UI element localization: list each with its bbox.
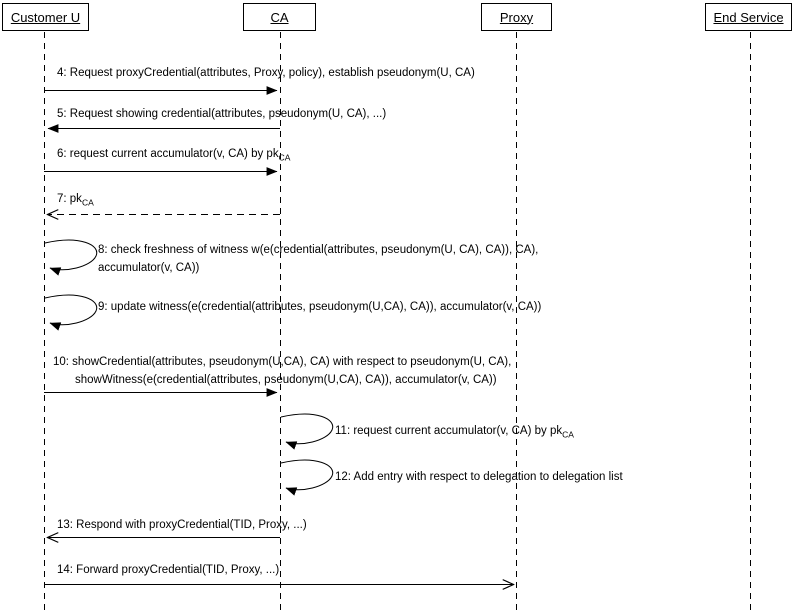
message-14-label: 14: Forward proxyCredential(TID, Proxy, … [57,564,280,576]
message-12-label: 12: Add entry with respect to delegation… [335,471,623,483]
self-message-11-loop [280,413,334,450]
subscript-ca: CA [278,152,291,163]
subscript-ca: CA [81,197,94,208]
actor-box-ca: CA [243,3,316,31]
self-message-12-loop [280,459,334,496]
message-8-label: 8: check freshness of witness w(e(creden… [98,244,539,274]
message-13-label: 13: Respond with proxyCredential(TID, Pr… [57,519,307,531]
message-4-label: 4: Request proxyCredential(attributes, P… [57,67,475,79]
actor-label-customer-u: Customer U [10,9,81,25]
actor-box-customer-u: Customer U [2,3,89,31]
message-6-label: 6: request current accumulator(v, CA) by… [57,148,291,163]
message-7-label: 7: pkCA [57,193,94,208]
actor-box-end-service: End Service [705,3,792,31]
self-message-8-loop [44,239,98,276]
subscript-ca: CA [562,429,574,440]
message-5-label: 5: Request showing credential(attributes… [57,108,387,120]
self-message-9-loop [44,294,98,331]
actor-label-ca: CA [270,9,289,25]
actor-box-proxy: Proxy [481,3,552,31]
message-11-label: 11: request current accumulator(v, CA) b… [335,425,574,440]
message-9-label: 9: update witness(e(credential(attribute… [98,301,542,313]
actor-label-proxy: Proxy [499,9,534,25]
actor-label-end-service: End Service [713,9,784,25]
message-10-label: 10: showCredential(attributes, pseudonym… [53,356,512,386]
